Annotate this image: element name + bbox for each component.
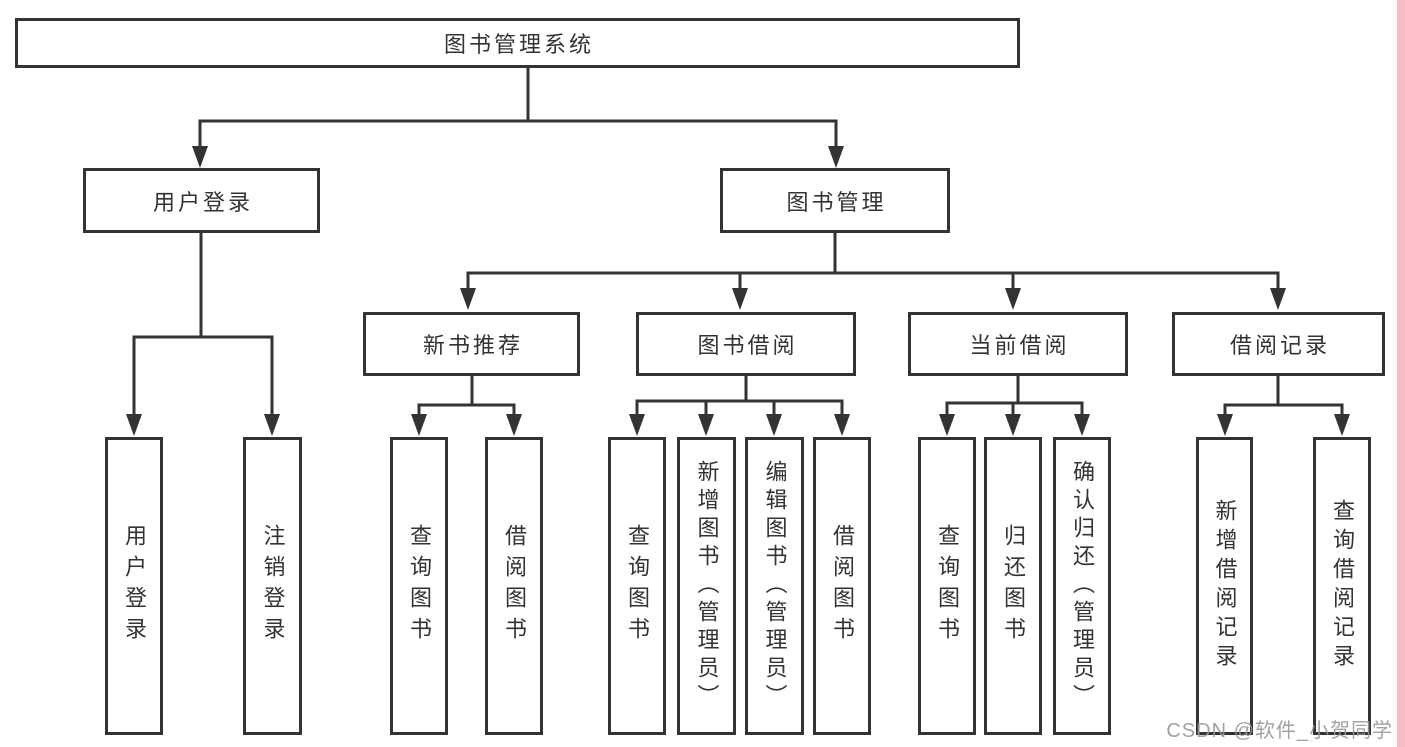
node-user-login-module-label: 用户登录 — [152, 189, 253, 215]
leaf-current-return-book-label: 归还图书 — [1001, 524, 1026, 648]
leaf-borrow-borrow-book-label: 借阅图书 — [830, 524, 855, 648]
leaf-logout-label: 注销登录 — [260, 524, 286, 648]
arrowheads-book-mgmt — [460, 288, 1286, 310]
node-book-mgmt-module: 图书管理 — [720, 168, 950, 233]
leaf-borrow-query-book: 查询图书 — [608, 437, 666, 735]
arrowheads-root-to-level2 — [192, 146, 844, 168]
leaf-record-add-label: 新增借阅记录 — [1212, 499, 1238, 673]
node-new-book-recommend-label: 新书推荐 — [422, 333, 523, 358]
node-root-system-label: 图书管理系统 — [443, 32, 594, 57]
leaf-current-confirm-return: 确认归还（管理员） — [1053, 437, 1111, 735]
connector-root-to-level2 — [198, 66, 838, 148]
connector-record — [1223, 374, 1344, 415]
arrowheads-current — [939, 414, 1090, 436]
leaf-user-login-label: 用户登录 — [122, 524, 147, 648]
node-root-system: 图书管理系统 — [15, 18, 1020, 68]
leaf-borrow-borrow-book: 借阅图书 — [813, 437, 871, 735]
connector-book-mgmt — [466, 231, 1280, 290]
node-borrow-record-label: 借阅记录 — [1229, 333, 1330, 358]
node-new-book-recommend: 新书推荐 — [363, 312, 580, 376]
leaf-borrow-edit-book-label: 编辑图书（管理员） — [762, 460, 788, 712]
csdn-watermark: CSDN @软件_小贺同学 — [1166, 720, 1393, 742]
leaf-borrow-query-book-label: 查询图书 — [625, 524, 650, 648]
leaf-recommend-borrow-book-label: 借阅图书 — [502, 524, 527, 648]
leaf-current-return-book: 归还图书 — [984, 437, 1042, 735]
leaf-borrow-add-book: 新增图书（管理员） — [677, 437, 736, 735]
connector-recommend — [417, 374, 516, 415]
leaf-borrow-edit-book: 编辑图书（管理员） — [745, 437, 804, 735]
node-user-login-module: 用户登录 — [83, 168, 320, 233]
leaf-current-confirm-return-label: 确认归还（管理员） — [1070, 460, 1095, 712]
leaf-record-query-label: 查询借阅记录 — [1330, 499, 1355, 673]
node-book-borrow-label: 图书借阅 — [697, 333, 798, 358]
arrowheads-recommend — [411, 414, 522, 436]
node-borrow-record: 借阅记录 — [1172, 312, 1385, 376]
arrowheads-record — [1217, 414, 1350, 436]
leaf-record-query: 查询借阅记录 — [1313, 437, 1371, 735]
connector-user-login — [132, 231, 274, 415]
connector-borrow — [635, 374, 844, 415]
node-book-borrow: 图书借阅 — [636, 312, 856, 376]
node-current-borrow: 当前借阅 — [908, 312, 1128, 376]
right-accent-strip — [1397, 0, 1405, 747]
arrowheads-user-login — [126, 414, 280, 436]
leaf-logout: 注销登录 — [243, 437, 302, 735]
leaf-user-login: 用户登录 — [105, 437, 163, 735]
leaf-current-query-book: 查询图书 — [918, 437, 976, 735]
leaf-borrow-add-book-label: 新增图书（管理员） — [694, 460, 720, 712]
arrowheads-borrow — [629, 414, 850, 436]
leaf-recommend-borrow-book: 借阅图书 — [485, 437, 543, 735]
node-book-mgmt-module-label: 图书管理 — [786, 189, 887, 215]
leaf-recommend-query-book: 查询图书 — [390, 437, 448, 735]
node-current-borrow-label: 当前借阅 — [969, 333, 1070, 358]
leaf-recommend-query-book-label: 查询图书 — [407, 524, 432, 648]
leaf-record-add: 新增借阅记录 — [1196, 437, 1253, 735]
leaf-current-query-book-label: 查询图书 — [935, 524, 960, 648]
connector-current — [945, 374, 1084, 415]
